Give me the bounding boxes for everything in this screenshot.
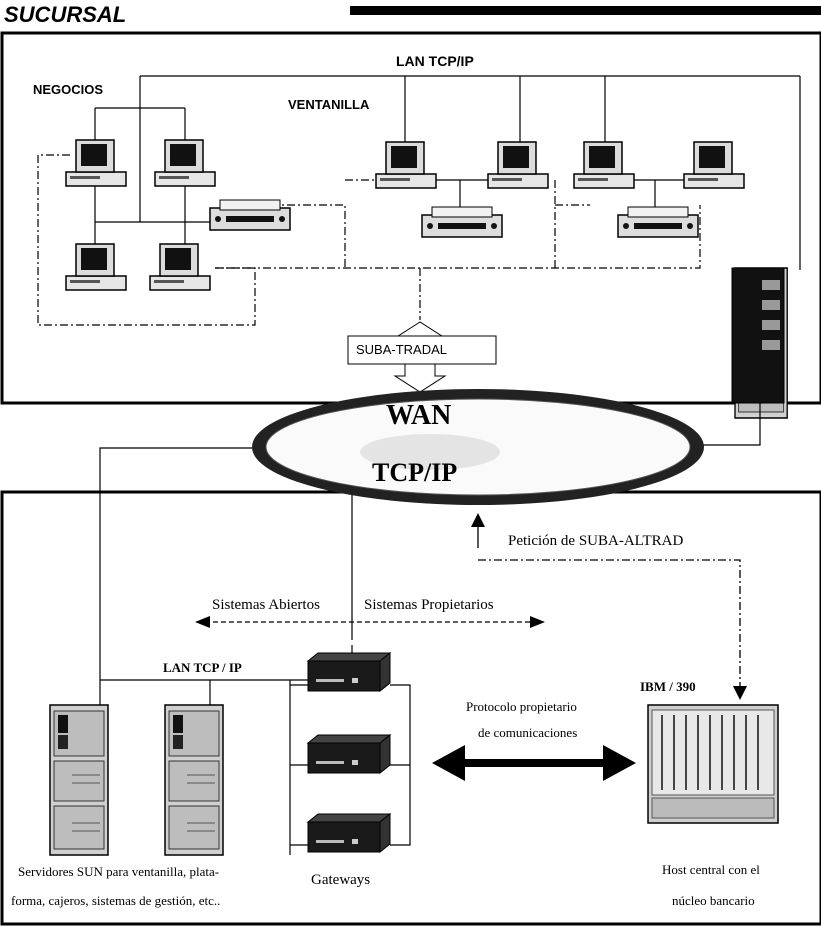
- negocios-label: NEGOCIOS: [33, 82, 104, 97]
- pc-negocios-4: [149, 243, 211, 291]
- suba-tradal-arrow: [347, 321, 497, 393]
- printer-negocios: [209, 199, 291, 231]
- sun-server-2: [164, 704, 224, 856]
- gateway-1: [307, 652, 391, 692]
- pc-negocios-3: [65, 243, 127, 291]
- gateway-3: [307, 813, 391, 853]
- ventanilla-label: VENTANILLA: [288, 97, 370, 112]
- printer-ventanilla-1: [421, 206, 503, 238]
- ibm-label: IBM / 390: [640, 679, 696, 694]
- wan-cloud: [252, 389, 704, 505]
- wan-tcpip-label: TCP/IP: [372, 458, 458, 487]
- pc-ventanilla-2: [487, 141, 549, 189]
- protocol-label-2: de comunicaciones: [478, 725, 578, 740]
- wan-label: WAN: [386, 400, 452, 431]
- request-label: Petición de SUBA-ALTRAD: [508, 533, 684, 549]
- gateways-caption: Gateways: [311, 872, 371, 888]
- branch-title: SUCURSAL: [4, 2, 127, 27]
- pc-ventanilla-3: [573, 141, 635, 189]
- ibm-mainframe: [647, 704, 779, 824]
- suba-tradal-label: SUBA-TRADAL: [356, 342, 448, 357]
- pc-ventanilla-4: [683, 141, 745, 189]
- open-systems-label: Sistemas Abiertos: [212, 597, 320, 613]
- host-caption-1: Host central con el: [662, 862, 760, 877]
- printer-ventanilla-2: [617, 206, 699, 238]
- branch-dashdot-lines: [37, 154, 701, 326]
- proprietary-systems-label: Sistemas Propietarios: [364, 597, 494, 613]
- protocol-arrow: [432, 745, 636, 781]
- branch-lan-label: LAN TCP/IP: [396, 53, 474, 69]
- protocol-label-1: Protocolo propietario: [466, 699, 577, 714]
- gateway-2: [307, 734, 391, 774]
- sun-server-1: [49, 704, 109, 856]
- servers-caption-2: forma, cajeros, sistemas de gestión, etc…: [11, 893, 221, 908]
- pc-negocios-2: [154, 139, 216, 187]
- central-lan-label: LAN TCP / IP: [163, 660, 242, 675]
- host-caption-2: núcleo bancario: [672, 893, 755, 908]
- servers-caption-1: Servidores SUN para ventanilla, plata-: [18, 864, 220, 879]
- pc-negocios-1: [65, 139, 127, 187]
- header-bar: [350, 6, 821, 15]
- pc-ventanilla-1: [375, 141, 437, 189]
